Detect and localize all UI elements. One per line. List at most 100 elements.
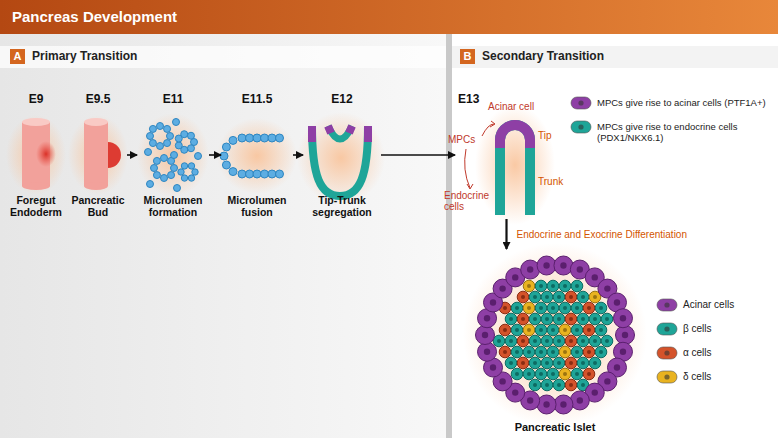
nucleus	[533, 361, 537, 365]
stage-name: Foregut Endoderm	[8, 194, 64, 218]
islet-cell	[499, 324, 511, 336]
epithelial-cell	[171, 152, 178, 159]
stage-day: E9.5	[86, 92, 111, 106]
islet-cell	[601, 335, 613, 347]
nucleus	[499, 378, 505, 384]
islet-cell	[565, 379, 577, 391]
legend-swatch	[570, 96, 592, 110]
epithelial-cell	[161, 175, 168, 182]
epithelial-cell	[268, 134, 276, 142]
nucleus	[521, 361, 525, 365]
islet-cell	[553, 313, 565, 325]
nucleus	[557, 339, 561, 343]
legend-text: MPCs give rise to endocrine cells (PDX1/…	[597, 121, 777, 144]
nucleus	[587, 306, 591, 310]
nucleus	[605, 317, 609, 321]
epithelial-cell	[147, 133, 154, 140]
islet-cell	[553, 357, 565, 369]
panel-ground	[0, 34, 446, 438]
nucleus	[509, 361, 513, 365]
nucleus	[539, 306, 543, 310]
nucleus	[569, 339, 573, 343]
nucleus	[604, 378, 610, 384]
islet-cell	[559, 280, 571, 292]
nucleus	[527, 328, 531, 332]
nucleus	[620, 349, 626, 355]
nucleus	[622, 332, 628, 338]
nucleus	[551, 350, 555, 354]
endoderm-tube	[84, 182, 108, 190]
islet-cell	[523, 302, 535, 314]
islet-cell	[529, 335, 541, 347]
swatch-body	[657, 371, 677, 383]
swatch-body	[571, 97, 591, 109]
islet-cell	[511, 324, 523, 336]
nucleus	[543, 401, 549, 407]
epithelial-cell	[192, 169, 198, 175]
epithelial-cell	[238, 134, 246, 142]
epithelial-cell	[164, 140, 171, 147]
nucleus	[563, 350, 567, 354]
stage-name: Pancreatic Bud	[70, 194, 126, 218]
epithelial-cell	[195, 153, 202, 160]
legend-swatch	[656, 346, 678, 360]
islet-cell	[535, 280, 547, 292]
nucleus	[557, 317, 561, 321]
nucleus	[512, 274, 518, 280]
islet-cell	[517, 313, 529, 325]
islet-cell	[523, 346, 535, 358]
epithelial-cell	[145, 149, 152, 156]
acinar-cell	[476, 326, 495, 345]
stage-figure: E11Microlumen formation	[138, 92, 208, 218]
islet-cell	[577, 291, 589, 303]
trunk-epithelium	[500, 125, 530, 215]
islet-cell	[493, 335, 505, 347]
islet-cell	[505, 357, 517, 369]
nucleus	[533, 317, 537, 321]
nucleus	[515, 306, 519, 310]
nucleus	[503, 306, 507, 310]
nucleus	[509, 339, 513, 343]
islet-cell	[589, 357, 601, 369]
swatch-nucleus	[664, 374, 669, 379]
stage-name: Microlumen fusion	[222, 194, 292, 218]
nucleus	[592, 389, 598, 395]
nucleus	[560, 262, 566, 268]
islet-cell	[535, 302, 547, 314]
islet-cell	[553, 291, 565, 303]
nucleus	[539, 328, 543, 332]
trunk-epithelium	[312, 126, 368, 196]
connector-arrow	[209, 154, 221, 156]
epithelial-cell	[222, 143, 230, 151]
islet-cell	[547, 302, 559, 314]
islet-cell	[541, 357, 553, 369]
nucleus	[512, 389, 518, 395]
glow	[297, 112, 385, 204]
epithelial-cell	[149, 125, 156, 132]
epithelial-cell	[188, 163, 194, 169]
islet-cell	[565, 335, 577, 347]
legend-swatch	[656, 370, 678, 384]
islet-cell	[571, 302, 583, 314]
islet-cell	[517, 291, 529, 303]
annotation: Trunk	[538, 176, 563, 187]
nucleus	[539, 284, 543, 288]
nucleus	[557, 295, 561, 299]
acinar-cell	[521, 260, 540, 279]
nucleus	[557, 361, 561, 365]
nucleus	[527, 284, 531, 288]
islet-cell	[571, 280, 583, 292]
epithelial-cell	[229, 136, 237, 144]
swatch-nucleus	[578, 100, 583, 105]
panel-letter: A	[10, 49, 25, 64]
nucleus	[482, 332, 488, 338]
nucleus	[515, 372, 519, 376]
islet-cell	[559, 324, 571, 336]
islet-cell	[595, 302, 607, 314]
islet-cell	[589, 313, 601, 325]
epithelial-cell	[246, 170, 254, 178]
epithelial-cell	[220, 152, 228, 160]
islet-cell	[529, 357, 541, 369]
nucleus	[557, 383, 561, 387]
stage-figure: E9Foregut Endoderm	[8, 92, 64, 218]
